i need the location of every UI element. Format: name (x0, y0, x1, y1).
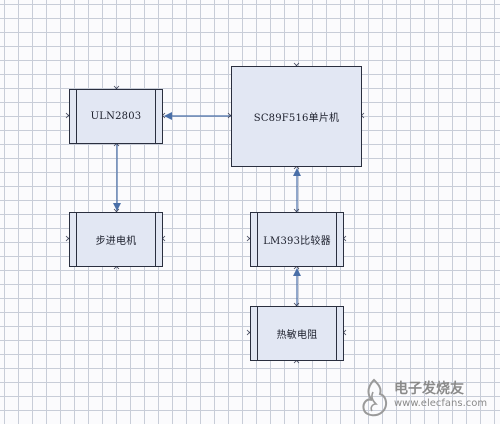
stepper-motor-label: 步进电机 (95, 236, 137, 247)
thermistor-block: 热敏电阻 (250, 306, 344, 361)
block-side-bar (336, 307, 343, 360)
block-side-bar (70, 213, 77, 266)
watermark-name: 电子发烧友 (394, 381, 464, 397)
block-side-bar (70, 90, 77, 143)
block-side-bar (251, 213, 258, 266)
block-side-bar (155, 90, 162, 143)
thermistor-label: 热敏电阻 (276, 330, 318, 341)
watermark-logo-icon (362, 378, 388, 417)
stepper-motor-block: 步进电机 (69, 212, 163, 267)
uln2803-block: ULN2803 (69, 89, 163, 144)
uln2803-label: ULN2803 (90, 111, 142, 122)
watermark: 电子发烧友 www.elecfans.com (356, 376, 496, 420)
block-side-bar (251, 307, 258, 360)
watermark-url: www.elecfans.com (394, 398, 488, 409)
mcu-label: SC89F516单片机 (253, 113, 340, 124)
lm393-label: LM393比较器 (263, 236, 331, 247)
mcu-block: SC89F516单片机 (231, 66, 362, 167)
block-side-bar (336, 213, 343, 266)
block-side-bar (155, 213, 162, 266)
lm393-comparator-block: LM393比较器 (250, 212, 344, 267)
